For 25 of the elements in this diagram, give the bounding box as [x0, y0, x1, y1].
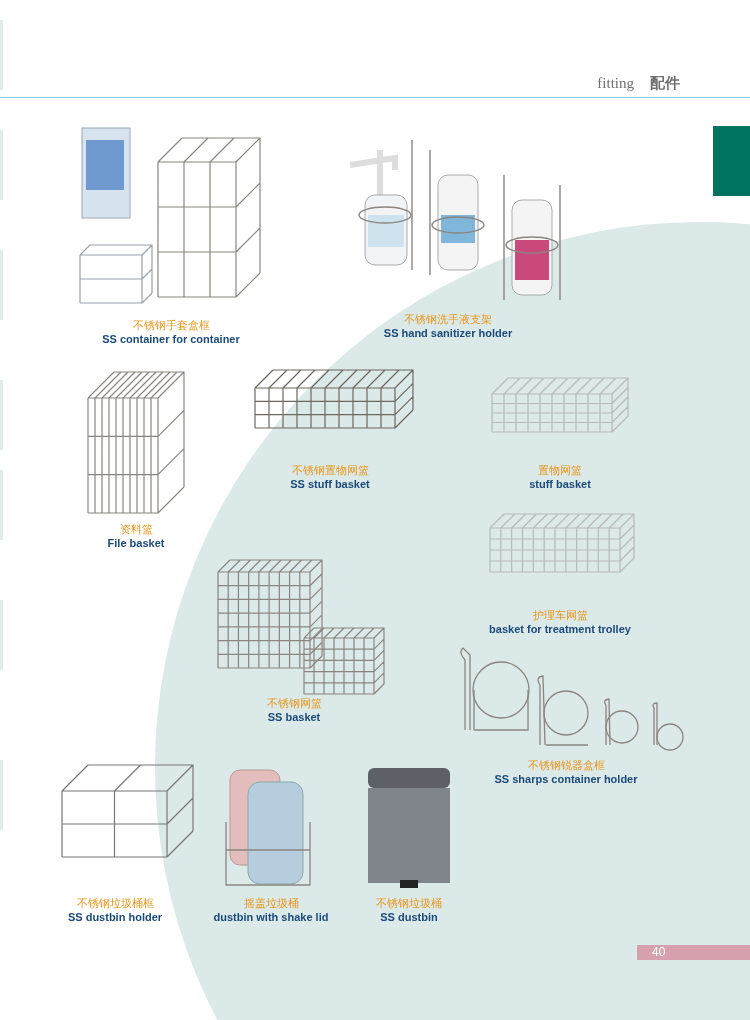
page-number: 40	[652, 945, 666, 960]
section-title: fitting	[597, 74, 634, 93]
product-name: 不锈钢垃圾桶框	[76, 897, 154, 911]
product-name: stuff basket	[529, 477, 591, 492]
product-name: 不锈钢手套盒框	[132, 319, 210, 333]
product-name: SS container for container	[102, 332, 240, 347]
product-name: SS sharps container holder	[494, 772, 638, 787]
product-name: SS dustbin holder	[67, 910, 163, 925]
product-name: 资料篮	[119, 523, 153, 537]
product-name: 不锈钢垃圾桶	[376, 897, 442, 911]
section-title: 配件	[650, 73, 680, 93]
product-name: 不锈钢锐器盒框	[527, 759, 605, 773]
product-name: basket for treatment trolley	[489, 622, 631, 637]
product-name: 不锈钢置物网篮	[291, 464, 369, 478]
product-name: 不锈钢洗手液支架	[404, 313, 492, 327]
product-name: File basket	[107, 536, 165, 551]
product-name: SS basket	[267, 710, 321, 725]
product-name: dustbin with shake lid	[213, 910, 329, 925]
product-name: 摇盖垃圾桶	[243, 897, 299, 911]
product-name: 置物网篮	[538, 464, 582, 478]
product-name: SS stuff basket	[290, 477, 370, 492]
product-name: SS dustbin	[380, 910, 438, 925]
product-name: 不锈钢网篮	[266, 697, 322, 711]
product-name: SS hand sanitizer holder	[383, 326, 513, 341]
product-name: 护理车网篮	[532, 609, 588, 623]
